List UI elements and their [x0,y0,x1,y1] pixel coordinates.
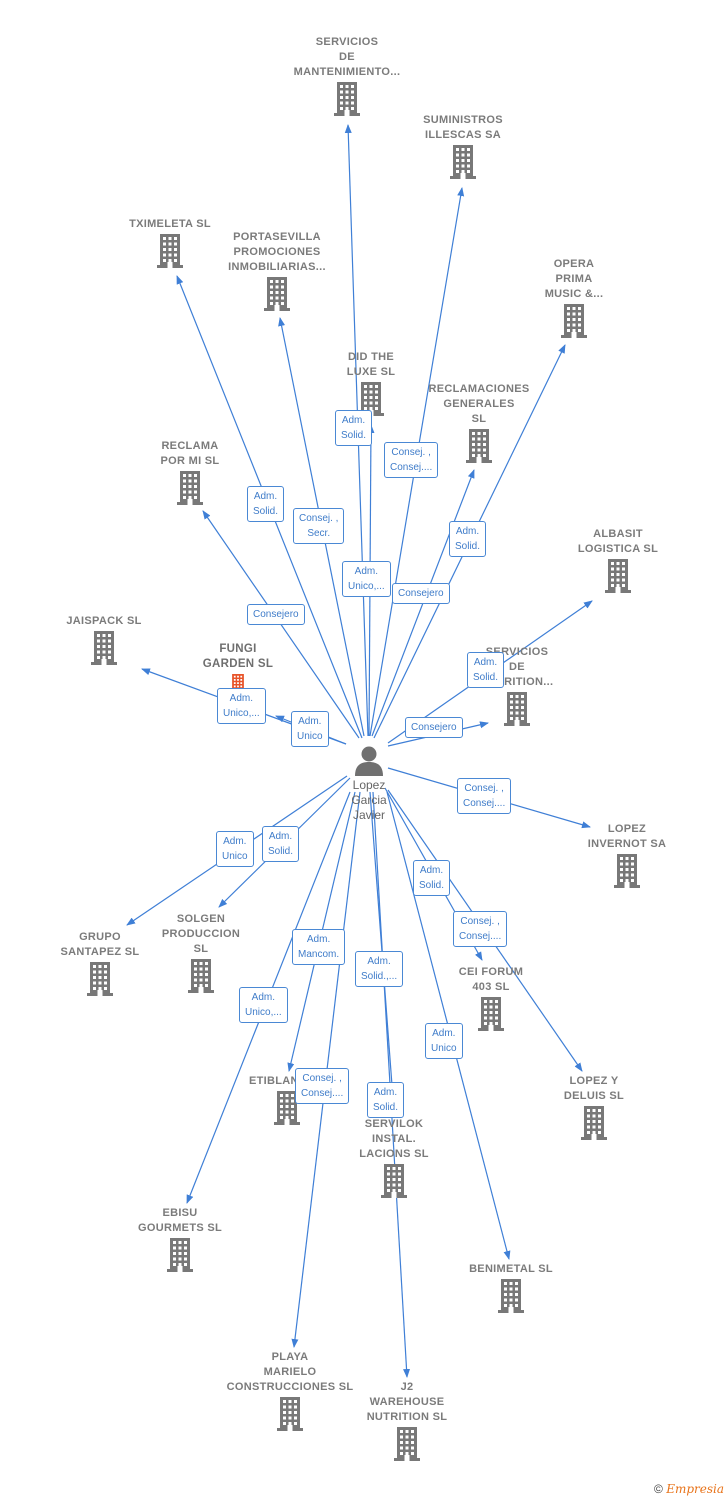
relation-label-didthe[interactable]: Adm. Solid. [335,410,373,446]
company-node-reclamaciones[interactable]: RECLAMACIONES GENERALES SL [404,382,554,465]
relation-label-grupo[interactable]: Adm. Unico [216,831,254,867]
person-node[interactable]: Lopez Garcia Javier [324,742,414,823]
relation-label-lopez-deluis[interactable]: Consej. , Consej.... [453,911,508,947]
company-name: PLAYA MARIELO CONSTRUCCIONES SL [226,1351,354,1393]
relation-label-jaispack[interactable]: Adm. Unico,... [217,688,266,724]
building-icon [87,962,113,996]
building-icon [450,145,476,179]
building-icon [157,234,183,268]
relation-label-servicios-mant[interactable]: Adm. Unico,... [342,561,391,597]
building-icon [561,304,587,338]
company-node-servicios2[interactable]: SERVICIOS DE NUTRITION... [442,645,592,728]
relation-label-etiblanc[interactable]: Adm. Mancom. [292,929,346,965]
building-icon [614,854,640,888]
relation-label-fungi[interactable]: Adm. Unico [291,711,329,747]
company-name: RECLAMACIONES GENERALES SL [428,383,530,425]
person-icon [355,746,383,776]
company-name: BENIMETAL SL [469,1263,553,1275]
company-name: EBISU GOURMETS SL [138,1207,222,1234]
company-node-jaispack[interactable]: JAISPACK SL [29,614,179,667]
company-name: SUMINISTROS ILLESCAS SA [423,114,503,141]
company-name: SERVICIOS DE MANTENIMIENTO... [293,36,401,78]
company-name: PORTASEVILLA PROMOCIONES INMOBILIARIAS..… [228,231,326,273]
empresia-logo: Empresia [666,1482,724,1496]
person-name: Lopez Garcia Javier [351,778,387,822]
company-node-servilok[interactable]: SERVILOK INSTAL. LACIONS SL [319,1117,469,1200]
relation-label-suministros[interactable]: Consej. , Consej.... [384,442,439,478]
relation-label-ebisu[interactable]: Adm. Unico,... [239,987,288,1023]
company-node-lopez-invernot[interactable]: LOPEZ INVERNOT SA [552,822,702,890]
building-icon [478,997,504,1031]
building-icon [167,1238,193,1272]
company-node-j2[interactable]: J2 WAREHOUSE NUTRITION SL [332,1380,482,1463]
relation-label-solgen[interactable]: Adm. Solid. [262,826,300,862]
relation-label-tximeleta[interactable]: Adm. Solid. [247,486,285,522]
company-node-albasit[interactable]: ALBASIT LOGISTICA SL [543,527,693,595]
company-name: RECLAMA POR MI SL [160,440,220,467]
relation-label-j2[interactable]: Adm. Solid. [367,1082,405,1118]
company-name: CEI FORUM 403 SL [458,966,524,993]
company-name: SERVILOK INSTAL. LACIONS SL [359,1118,429,1160]
company-name: ALBASIT LOGISTICA SL [577,528,659,555]
company-name: FUNGI GARDEN SL [202,643,274,670]
company-name: TXIMELETA SL [129,218,211,230]
company-node-etiblanc[interactable]: ETIBLANC SL [212,1074,362,1127]
relation-label-playa[interactable]: Consej. , Consej.... [295,1068,350,1104]
building-icon [381,1164,407,1198]
company-name: LOPEZ INVERNOT SA [587,823,667,850]
building-icon [466,429,492,463]
relation-label-benimetal[interactable]: Adm. Unico [425,1023,463,1059]
company-node-solgen[interactable]: SOLGEN PRODUCCION SL [126,912,276,995]
company-node-opera[interactable]: OPERA PRIMA MUSIC &... [499,257,649,340]
company-node-portasevilla[interactable]: PORTASEVILLA PROMOCIONES INMOBILIARIAS..… [202,230,352,313]
company-node-reclama[interactable]: RECLAMA POR MI SL [115,439,265,507]
relation-label-servicios2[interactable]: Consejero [405,717,463,738]
company-node-ebisu[interactable]: EBISU GOURMETS SL [105,1206,255,1274]
building-icon [277,1397,303,1431]
relation-label-reclama[interactable]: Consejero [247,604,305,625]
building-icon [188,959,214,993]
company-node-playa[interactable]: PLAYA MARIELO CONSTRUCCIONES SL [215,1350,365,1433]
company-name: OPERA PRIMA MUSIC &... [544,258,604,300]
company-name: J2 WAREHOUSE NUTRITION SL [366,1381,448,1423]
building-icon [581,1106,607,1140]
building-icon [334,82,360,116]
company-name: SERVICIOS DE NUTRITION... [480,646,554,688]
company-name: GRUPO SANTAPEZ SL [60,931,140,958]
relation-label-lopez-invernot[interactable]: Consej. , Consej.... [457,778,512,814]
company-name: SOLGEN PRODUCCION SL [161,913,241,955]
building-icon [91,631,117,665]
company-node-benimetal[interactable]: BENIMETAL SL [436,1262,586,1315]
company-name: LOPEZ Y DELUIS SL [563,1075,625,1102]
relation-label-cei[interactable]: Adm. Solid. [413,860,451,896]
company-node-tximeleta[interactable]: TXIMELETA SL [95,217,245,270]
company-name: DID THE LUXE SL [346,351,396,378]
brand-footer: © Empresia [654,1482,724,1496]
company-node-didthe[interactable]: DID THE LUXE SL [296,350,446,418]
building-icon [274,1091,300,1125]
copyright-symbol: © [654,1482,663,1496]
company-node-fungi[interactable]: FUNGI GARDEN SL [163,642,313,696]
company-node-cei[interactable]: CEI FORUM 403 SL [416,965,566,1033]
building-icon [504,692,530,726]
company-node-servicios-mant[interactable]: SERVICIOS DE MANTENIMIENTO... [272,35,422,118]
relation-label-opera[interactable]: Consejero [392,583,450,604]
building-icon [498,1279,524,1313]
building-icon [264,277,290,311]
company-node-lopez-deluis[interactable]: LOPEZ Y DELUIS SL [519,1074,669,1142]
relation-label-portasevilla[interactable]: Consej. , Secr. [293,508,345,544]
company-node-grupo[interactable]: GRUPO SANTAPEZ SL [25,930,175,998]
building-icon [177,471,203,505]
building-icon [394,1427,420,1461]
company-node-suministros[interactable]: SUMINISTROS ILLESCAS SA [388,113,538,181]
relation-label-reclamaciones[interactable]: Adm. Solid. [449,521,487,557]
company-name: JAISPACK SL [66,615,142,627]
building-icon [605,559,631,593]
relation-label-albasit[interactable]: Adm. Solid. [467,652,505,688]
relation-label-servilok[interactable]: Adm. Solid.,... [355,951,404,987]
